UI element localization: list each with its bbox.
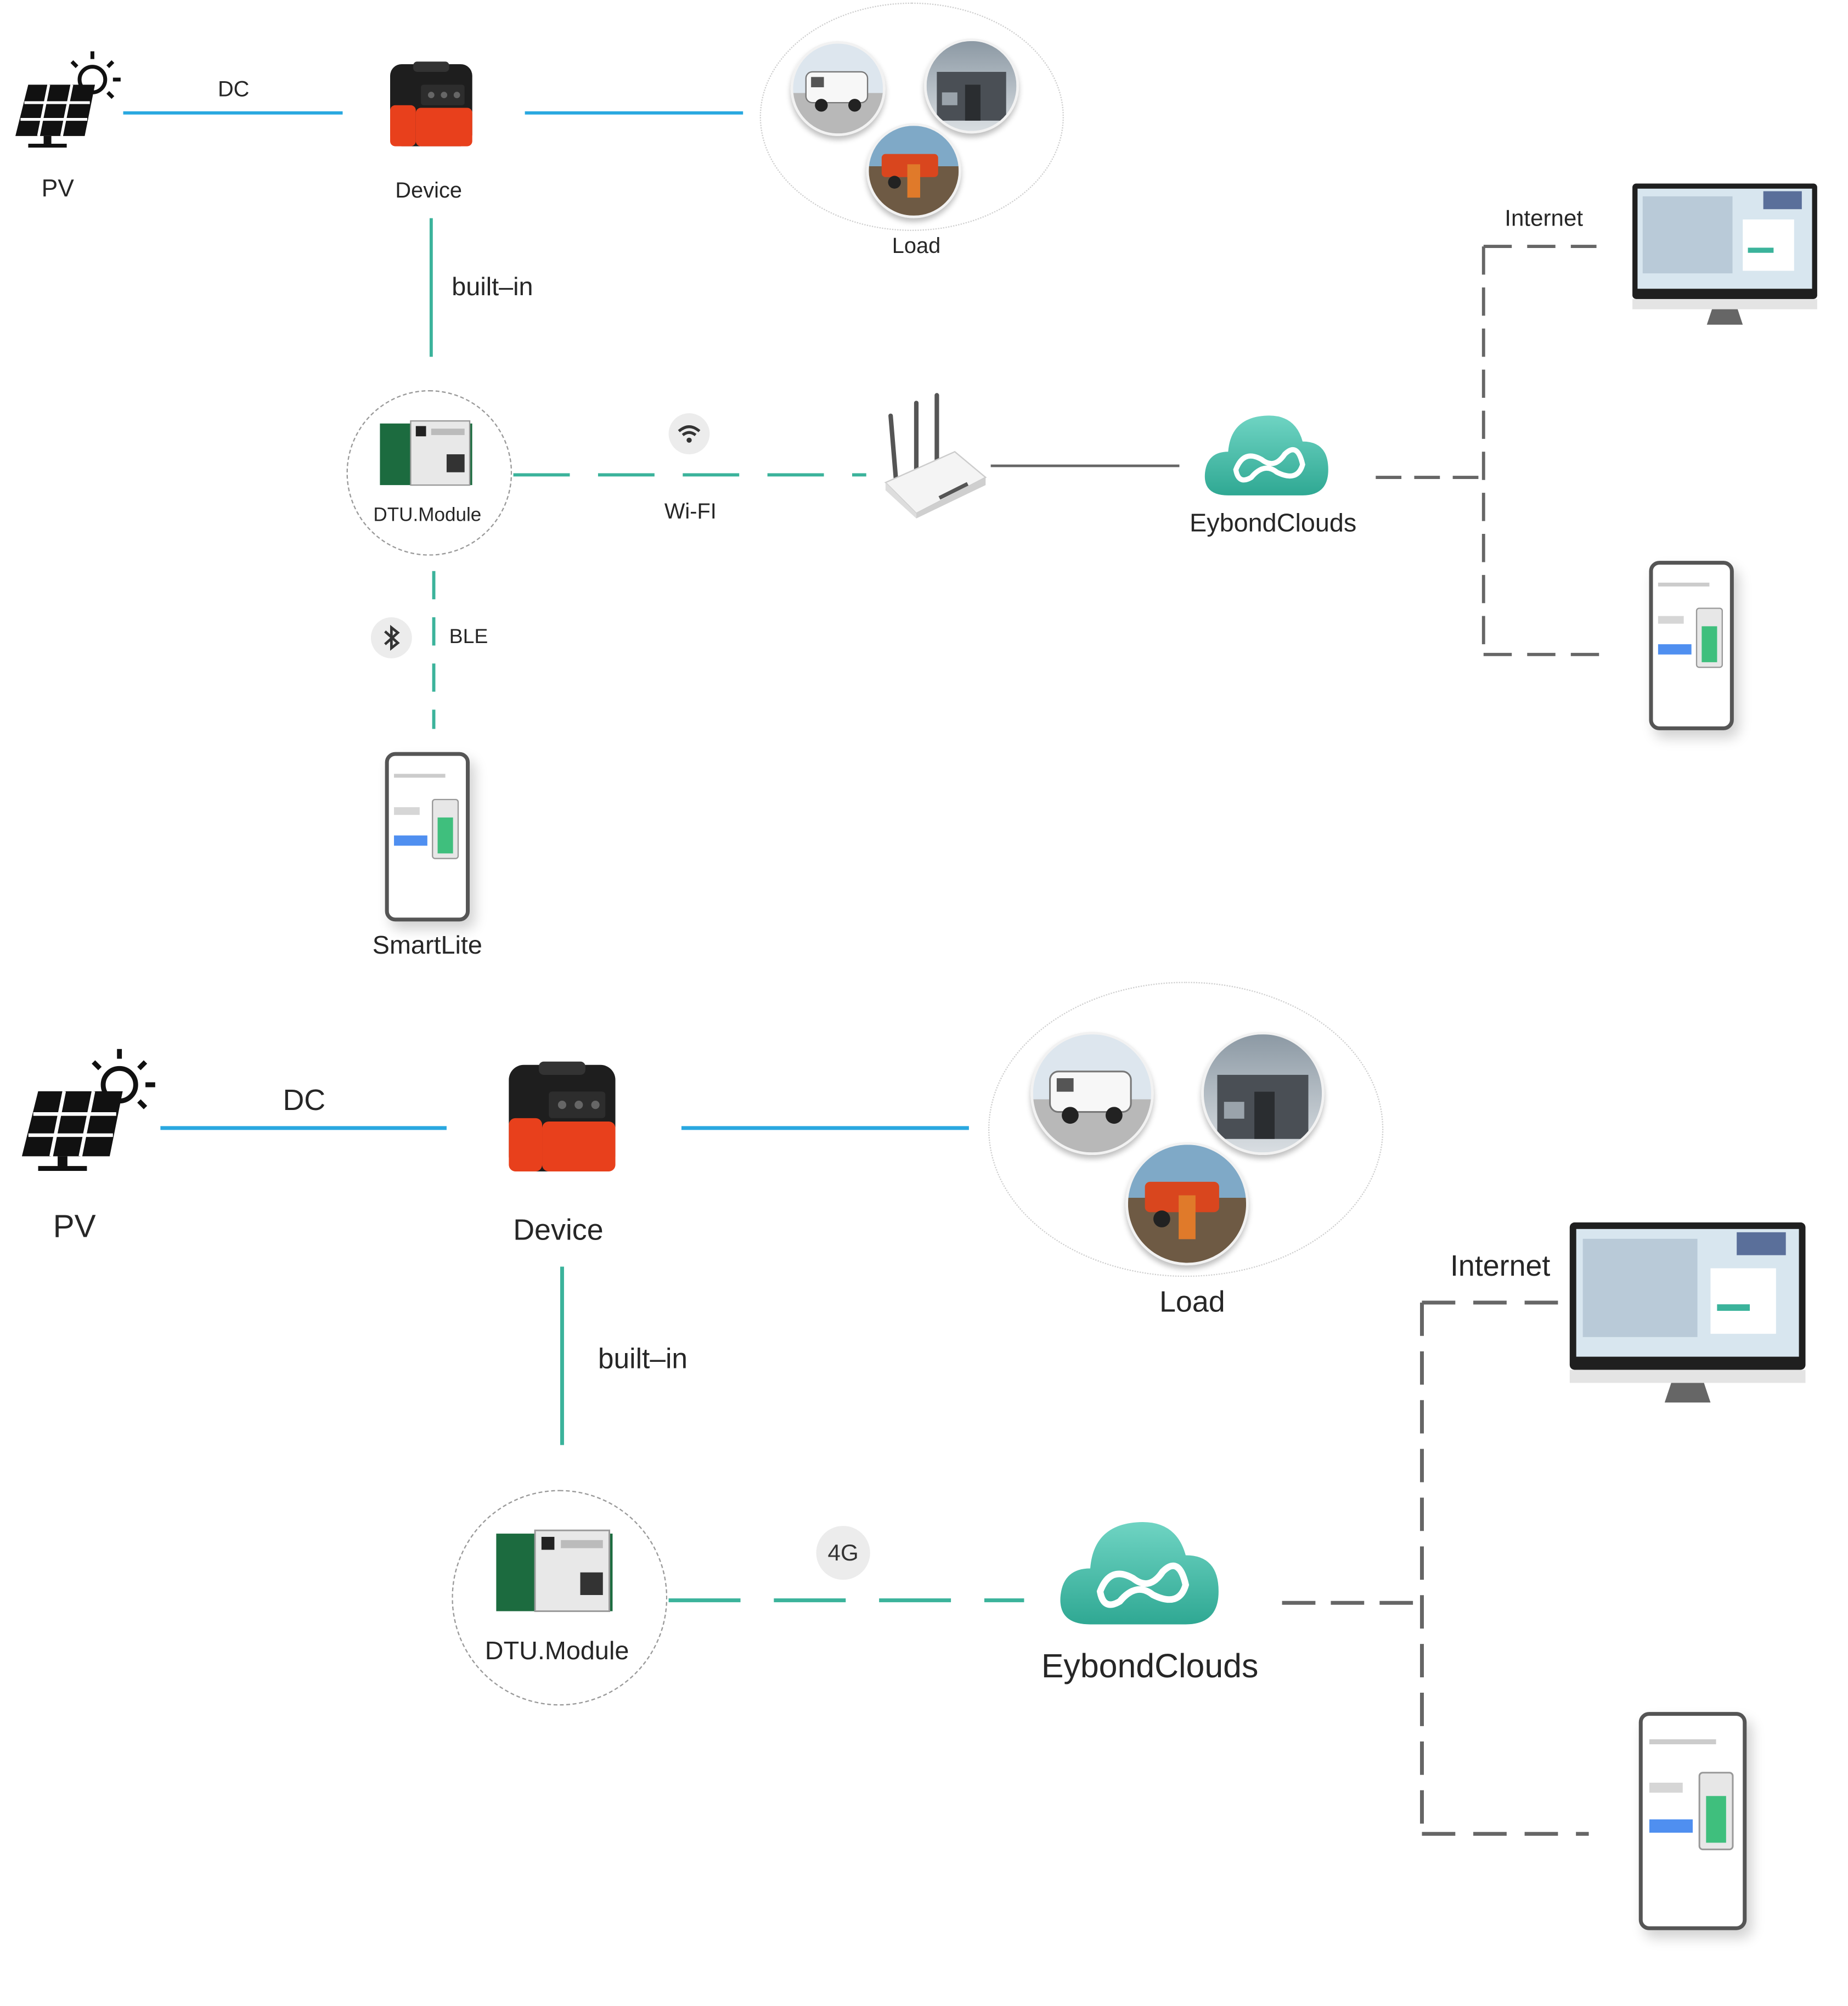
builtin-label-bottom: built–in: [598, 1342, 688, 1374]
garage-photo: [924, 38, 1019, 134]
worksite-truck-photo-bottom: [1125, 1142, 1249, 1266]
bluetooth-icon: [370, 617, 412, 658]
ble-label: BLE: [449, 626, 488, 649]
garage-photo-bottom: [1201, 1032, 1325, 1156]
wifi-label: Wi-FI: [664, 499, 717, 524]
dtu-label-bottom: DTU.Module: [484, 1637, 629, 1666]
device-label-bottom: Device: [513, 1213, 604, 1247]
worksite-truck-photo: [866, 123, 961, 218]
pv-label: PV: [41, 176, 74, 203]
camper-van-photo-bottom: [1030, 1032, 1154, 1156]
device-label: Device: [395, 178, 462, 203]
cloud-icon-bottom: [1060, 1522, 1219, 1625]
solar-panel-icon: [15, 51, 121, 148]
smartlite-label: SmartLite: [372, 932, 482, 960]
pv-label-bottom: PV: [53, 1209, 96, 1245]
wifi-icon: [668, 413, 710, 454]
power-station-icon-bottom: [509, 1061, 616, 1171]
internet-label: Internet: [1505, 205, 1584, 232]
camper-van-photo: [790, 41, 886, 136]
4g-badge: 4G: [816, 1525, 870, 1580]
cloud-label: EybondClouds: [1190, 509, 1357, 538]
monitor-icon: [1632, 183, 1817, 325]
cloud-icon: [1204, 415, 1328, 495]
power-station-icon: [390, 61, 472, 146]
monitor-icon-bottom: [1569, 1222, 1806, 1403]
dtu-label: DTU.Module: [373, 504, 482, 526]
load-label: Load: [892, 233, 941, 258]
load-label-bottom: Load: [1159, 1284, 1225, 1318]
dc-label: DC: [217, 77, 250, 102]
dtu-module-board: [380, 420, 472, 486]
dtu-module-board-bottom: [496, 1529, 613, 1612]
internet-label-bottom: Internet: [1450, 1248, 1551, 1282]
solar-panel-icon-bottom: [21, 1049, 155, 1171]
router-icon: [884, 393, 987, 519]
phone-icon-bottom: [1638, 1712, 1747, 1930]
builtin-label: built–in: [452, 273, 533, 302]
cloud-label-bottom: EybondClouds: [1041, 1646, 1259, 1685]
phone-icon: [1649, 561, 1734, 730]
smartlite-phone: [385, 752, 470, 922]
dc-label-bottom: DC: [283, 1083, 326, 1117]
